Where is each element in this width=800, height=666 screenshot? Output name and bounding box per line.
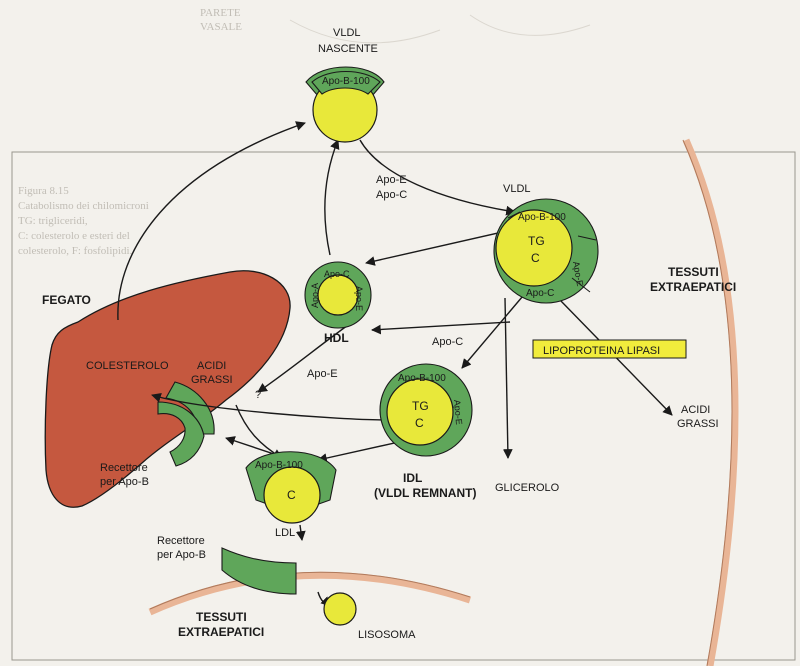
- arrow-vldl-to-idl: [461, 289, 529, 369]
- ldl-particle: [245, 451, 337, 524]
- extrahepatic-membrane-bottom: [148, 571, 472, 616]
- receptor-label-tissue-2: per Apo-B: [157, 549, 206, 561]
- fatty-acids-tissue-label-1: ACIDI: [681, 404, 710, 416]
- vldl-label: VLDL: [503, 183, 531, 195]
- lysosome-label: LISOSOMA: [358, 629, 416, 641]
- lipoprotein-lipase-label: LIPOPROTEINA LIPASI: [543, 345, 660, 357]
- vldl-apo-e-label: Apo-E: [571, 261, 585, 287]
- vldl-c-label: C: [531, 251, 540, 265]
- label-apo-c-top: Apo-C: [376, 189, 407, 201]
- hdl-apo-a-label: Apo-A: [310, 283, 320, 308]
- nascent-vldl-particle: [305, 66, 385, 143]
- vldl-apo-b100-label: Apo-B-100: [518, 212, 566, 223]
- ldl-c-label: C: [287, 488, 296, 502]
- label-apo-e-top: Apo-E: [376, 174, 407, 186]
- receptor-label-tissue-1: Recettore: [157, 535, 205, 547]
- hdl-particle: [304, 261, 372, 329]
- arrow-idl-to-hdl-apo-c: [371, 321, 511, 335]
- figure-frame: [11, 151, 796, 661]
- arrow-vldl-to-hdl-apo-c: [365, 227, 521, 266]
- bg-top-label-1: PARETE: [200, 7, 241, 19]
- bg-caption-line-1: Catabolismo dei chilomicroni: [18, 200, 149, 212]
- background-page: PARETE VASALE Figura 8.15 Catabolismo de…: [18, 7, 591, 257]
- arrow-ldl-down: [295, 524, 306, 541]
- ldl-label: LDL: [275, 527, 295, 539]
- arrow-idl-to-ldl: [317, 439, 409, 463]
- receptor-label-liver-2: per Apo-B: [100, 476, 149, 488]
- fatty-acids-tissue-label-2: GRASSI: [677, 418, 719, 430]
- lipoprotein-lipase-box: [532, 339, 687, 359]
- arrow-idl-to-liver-apo-e: [151, 392, 389, 421]
- extrahepatic-membrane-right: [682, 138, 739, 666]
- idl-particle: [379, 363, 473, 457]
- arrow-hdl-to-nascent: [324, 139, 340, 256]
- label-apo-c-middle: Apo-C: [432, 336, 463, 348]
- hdl-apo-e-label: Apo-E: [354, 286, 364, 311]
- hdl-apo-c-label: Apo-C: [324, 269, 350, 279]
- vldl-apo-c-label: Apo-C: [526, 288, 554, 299]
- apo-b-receptor-liver-cup: [157, 401, 205, 467]
- tissue-label-right-2: EXTRAEPATICI: [650, 280, 736, 294]
- label-apo-e-middle: Apo-E: [307, 368, 338, 380]
- arrow-nascent-to-vldl: [359, 139, 516, 216]
- idl-tg-label: TG: [412, 399, 429, 413]
- arrow-liver-to-nascent-vldl: [117, 121, 306, 321]
- bg-caption-line-3: C: colesterolo e esteri del: [18, 230, 130, 242]
- fatty-acids-liver-label-1: ACIDI: [197, 360, 226, 372]
- nascent-apo-b100-label: Apo-B-100: [322, 76, 370, 87]
- receptor-label-liver-1: Recettore: [100, 462, 148, 474]
- idl-label: IDL: [403, 471, 422, 485]
- bg-caption-line-4: colesterolo, F: fosfolipidi.: [18, 245, 133, 257]
- idl-apo-e-label: Apo-E: [452, 399, 464, 425]
- nascent-vldl-label-2: NASCENTE: [318, 43, 378, 55]
- bg-caption-line-2: TG: trigliceridi,: [18, 215, 88, 227]
- hdl-label: HDL: [324, 331, 349, 345]
- bg-figure-number: Figura 8.15: [18, 185, 69, 197]
- idl-apo-b100-label: Apo-B-100: [398, 373, 446, 384]
- liver-label: FEGATO: [42, 293, 91, 307]
- apo-b-receptor-tissue: [221, 547, 297, 595]
- fatty-acids-liver-label-2: GRASSI: [191, 374, 233, 386]
- bg-top-label-2: VASALE: [200, 21, 242, 33]
- idl-remnant-label: (VLDL REMNANT): [374, 486, 476, 500]
- ldl-apo-b100-label: Apo-B-100: [255, 460, 303, 471]
- nascent-vldl-label-1: VLDL: [333, 27, 361, 39]
- question-mark: ?: [255, 389, 261, 401]
- liver: [44, 270, 291, 508]
- vldl-particle: [493, 198, 599, 304]
- cholesterol-label: COLESTEROLO: [86, 360, 169, 372]
- tissue-label-bottom-2: EXTRAEPATICI: [178, 625, 264, 639]
- arrow-glycerol: [502, 297, 513, 459]
- tissue-label-bottom-1: TESSUTI: [196, 610, 247, 624]
- idl-c-label: C: [415, 416, 424, 430]
- vldl-tg-label: TG: [528, 234, 545, 248]
- glycerol-label: GLICEROLO: [495, 482, 560, 494]
- lysosome: [323, 592, 357, 626]
- tissue-label-right-1: TESSUTI: [668, 265, 719, 279]
